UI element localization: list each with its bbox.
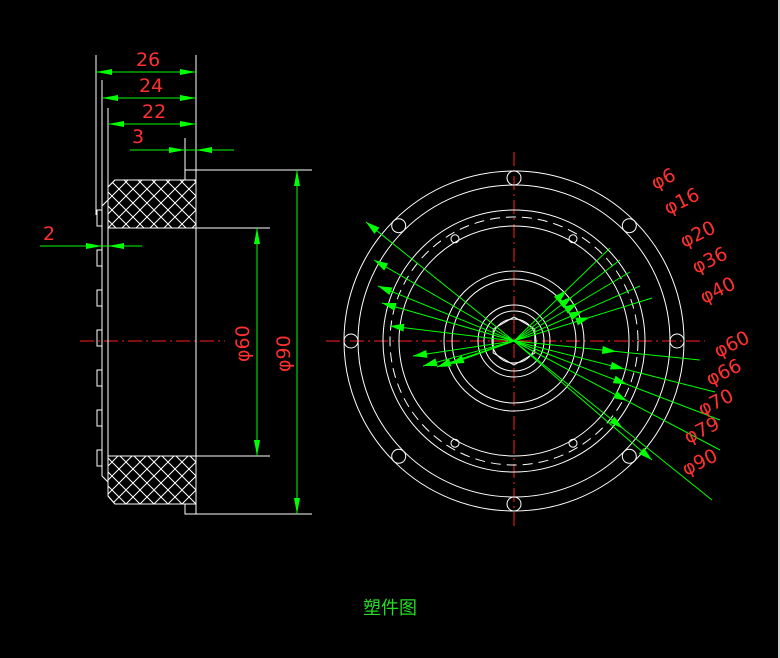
- rim-tab: [343, 333, 359, 349]
- leader-arrow: [558, 296, 573, 309]
- leader-arrow: [378, 286, 393, 295]
- dim-3-label: 3: [132, 126, 144, 148]
- dim-24-label: 24: [139, 75, 163, 97]
- leader-arrow: [423, 358, 438, 367]
- leader-arrow: [568, 310, 584, 321]
- leader-arrow: [382, 303, 397, 311]
- diameter-leader-back: [412, 340, 515, 357]
- dim-2-label: 2: [43, 223, 55, 245]
- rim-tab: [506, 496, 522, 512]
- diameter-label: φ70: [695, 385, 738, 421]
- leader-arrow: [437, 358, 452, 367]
- inner-lug: [450, 438, 460, 448]
- diameter-leader-back: [389, 325, 515, 342]
- diameter-leader-back: [422, 340, 515, 367]
- dim-phi60-label: φ60: [232, 325, 254, 362]
- diameter-label: φ6: [648, 164, 680, 195]
- leader-arrow: [413, 349, 428, 358]
- section-hatch-top: [107, 179, 197, 229]
- leader-arrow: [613, 390, 628, 401]
- rim-tab: [621, 448, 637, 464]
- rim-tab: [391, 448, 407, 464]
- diameter-leader-back: [365, 221, 515, 342]
- section-view: 26 24 22 3 2 φ60 φ90: [40, 49, 312, 515]
- ring-circle: [477, 304, 551, 378]
- leader-arrow: [563, 303, 578, 314]
- dim-22-label: 22: [142, 101, 166, 123]
- front-leaders: [365, 221, 721, 501]
- leader-arrow: [601, 346, 617, 355]
- front-circles: [343, 170, 685, 512]
- leader-arrow: [609, 416, 623, 429]
- leader-arrow: [575, 317, 590, 326]
- dim-phi90-label: φ90: [273, 335, 295, 372]
- ring-circle: [491, 318, 537, 364]
- leader-arrow: [609, 361, 625, 370]
- rim-tab: [506, 170, 522, 186]
- rim-tab: [391, 218, 407, 234]
- diameter-label: φ40: [697, 273, 740, 309]
- inner-lug: [450, 234, 460, 244]
- drawing-caption: 塑件图: [363, 598, 417, 619]
- leader-arrow: [374, 260, 389, 271]
- diameter-label: φ66: [703, 355, 746, 391]
- diameter-leader-back: [377, 285, 515, 342]
- ring-circle: [443, 270, 585, 412]
- diameter-leader-back: [381, 302, 515, 342]
- ring-circle: [389, 216, 639, 466]
- dim-26-label: 26: [136, 49, 160, 71]
- window-edge: [778, 0, 780, 658]
- diameter-label: φ79: [681, 413, 724, 449]
- leader-arrow: [638, 447, 652, 460]
- section-hatch-bottom: [107, 455, 197, 505]
- ring-circle: [398, 225, 630, 457]
- diameter-leader-back: [373, 259, 515, 342]
- leader-arrow: [612, 375, 628, 385]
- rim-tab: [621, 218, 637, 234]
- inner-lug: [568, 438, 578, 448]
- rim-tab: [669, 333, 685, 349]
- diameter-leader-back: [513, 340, 653, 461]
- ring-circle: [483, 310, 545, 372]
- section-notches: [96, 209, 102, 467]
- leader-arrow: [450, 355, 465, 364]
- diameter-label: φ90: [679, 445, 722, 481]
- ring-circle: [382, 209, 646, 473]
- inner-lug: [568, 234, 578, 244]
- leader-arrow: [366, 222, 380, 234]
- ring-circle: [451, 278, 577, 404]
- leader-arrow: [390, 323, 405, 332]
- leader-arrow: [553, 289, 567, 303]
